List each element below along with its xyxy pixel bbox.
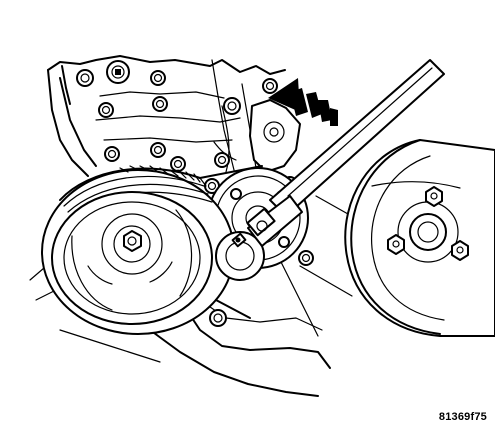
pulley-bolt (387, 234, 405, 255)
tensioner-bracket (249, 99, 301, 173)
crankshaft-damper (41, 165, 235, 335)
bolt (223, 97, 241, 115)
pulley-bolt (451, 240, 469, 261)
bolt (152, 96, 168, 112)
figure-id-label: 81369f75 (438, 411, 487, 423)
drive-belt (199, 165, 353, 319)
bolt (298, 250, 314, 266)
bolt (76, 69, 94, 87)
bolt (150, 70, 166, 86)
bolt (104, 146, 120, 162)
bolt (209, 309, 227, 327)
bolt (170, 156, 186, 172)
curved-arrow-icon (268, 78, 338, 126)
bolt (106, 60, 130, 84)
breaker-bar (215, 59, 445, 281)
pulley-bolt (425, 186, 443, 207)
bolt (214, 152, 230, 168)
bolt (98, 102, 114, 118)
bolt (150, 142, 166, 158)
water-pump-pulley (344, 139, 495, 337)
bolt (262, 78, 278, 94)
